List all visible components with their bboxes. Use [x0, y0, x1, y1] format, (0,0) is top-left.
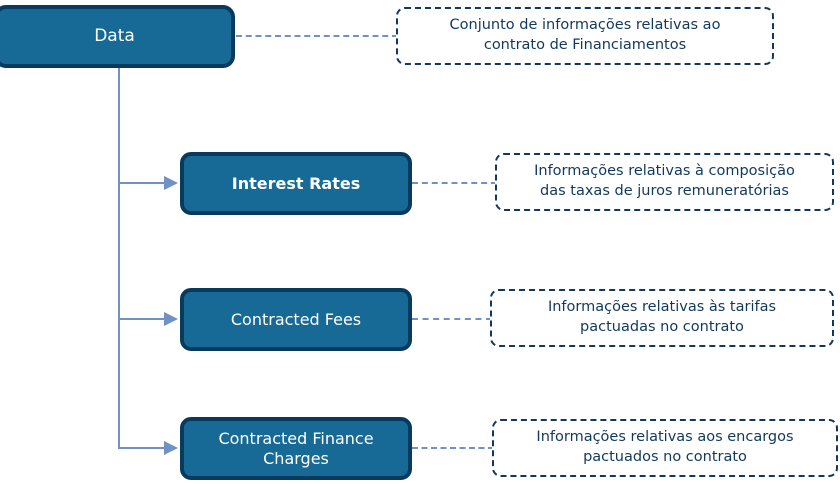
node-contracted-finance-charges[interactable]: Contracted Finance Charges — [180, 417, 412, 480]
annotation-contracted-finance-charges-text: Informações relativas aos encargos pactu… — [536, 429, 794, 465]
arrowhead-contracted-finance-charges-icon — [164, 441, 178, 455]
dashed-connector-contracted-fees-annotation — [412, 318, 492, 320]
connector-branch-contracted-finance-charges — [118, 447, 166, 449]
annotation-contracted-fees: Informações relativas às tarifas pactuad… — [490, 289, 834, 347]
annotation-contracted-fees-text: Informações relativas às tarifas pactuad… — [547, 299, 777, 335]
annotation-interest-rates: Informações relativas à composição das t… — [495, 153, 834, 211]
dashed-connector-root-annotation — [236, 35, 398, 37]
node-contracted-finance-charges-label: Contracted Finance Charges — [218, 429, 374, 468]
node-data[interactable]: Data — [0, 5, 235, 68]
arrowhead-interest-rates-icon — [164, 176, 178, 190]
dashed-connector-contracted-finance-charges-annotation — [412, 447, 494, 449]
annotation-data: Conjunto de informações relativas ao con… — [396, 7, 774, 65]
annotation-interest-rates-text: Informações relativas à composição das t… — [534, 163, 795, 199]
node-contracted-fees-label: Contracted Fees — [230, 309, 362, 329]
connector-trunk-vertical — [118, 68, 120, 449]
connector-branch-contracted-fees — [118, 318, 166, 320]
annotation-data-text: Conjunto de informações relativas ao con… — [449, 17, 721, 53]
node-contracted-fees[interactable]: Contracted Fees — [180, 288, 412, 351]
node-interest-rates-label: Interest Rates — [231, 173, 361, 193]
node-data-label: Data — [94, 26, 135, 47]
arrowhead-contracted-fees-icon — [164, 312, 178, 326]
annotation-contracted-finance-charges: Informações relativas aos encargos pactu… — [492, 419, 838, 477]
dashed-connector-interest-rates-annotation — [412, 182, 497, 184]
node-interest-rates[interactable]: Interest Rates — [180, 152, 412, 215]
connector-branch-interest-rates — [118, 182, 166, 184]
